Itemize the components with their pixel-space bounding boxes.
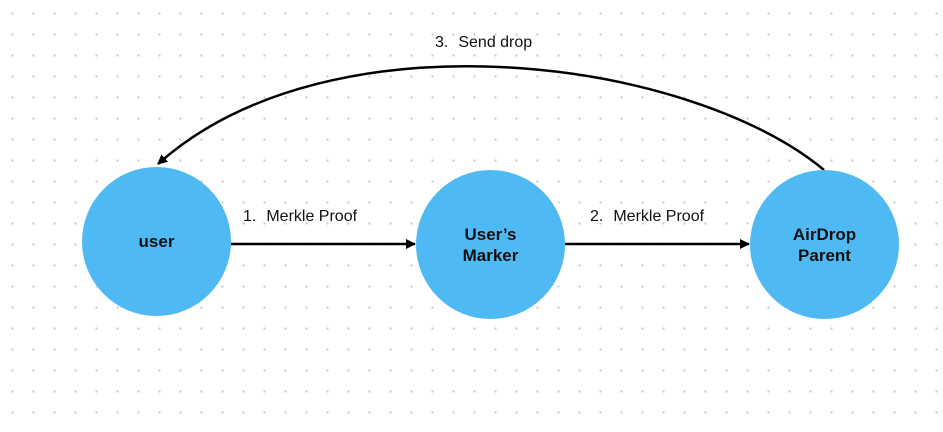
edge-label-1-text: Merkle Proof xyxy=(266,208,358,225)
node-user[interactable]: user xyxy=(82,167,231,316)
edge-label-1-number: 1. xyxy=(243,208,257,225)
edge-label-2-text: Merkle Proof xyxy=(613,208,705,225)
edge-label-2: 2. Merkle Proof xyxy=(590,208,704,226)
node-airdrop-parent[interactable]: AirDrop Parent xyxy=(750,170,899,319)
node-users-marker-label: User’s Marker xyxy=(462,224,519,265)
node-airdrop-parent-label: AirDrop Parent xyxy=(792,224,857,265)
edge-parent-to-user[interactable] xyxy=(157,65,825,171)
edge-label-1: 1. Merkle Proof xyxy=(243,208,357,226)
node-user-label: user xyxy=(138,232,175,251)
edge-label-3-number: 3. xyxy=(435,34,449,51)
edge-label-2-number: 2. xyxy=(590,208,604,225)
node-users-marker[interactable]: User’s Marker xyxy=(416,170,565,319)
edge-label-3-text: Send drop xyxy=(458,34,533,51)
edge-label-3: 3. Send drop xyxy=(435,34,532,52)
